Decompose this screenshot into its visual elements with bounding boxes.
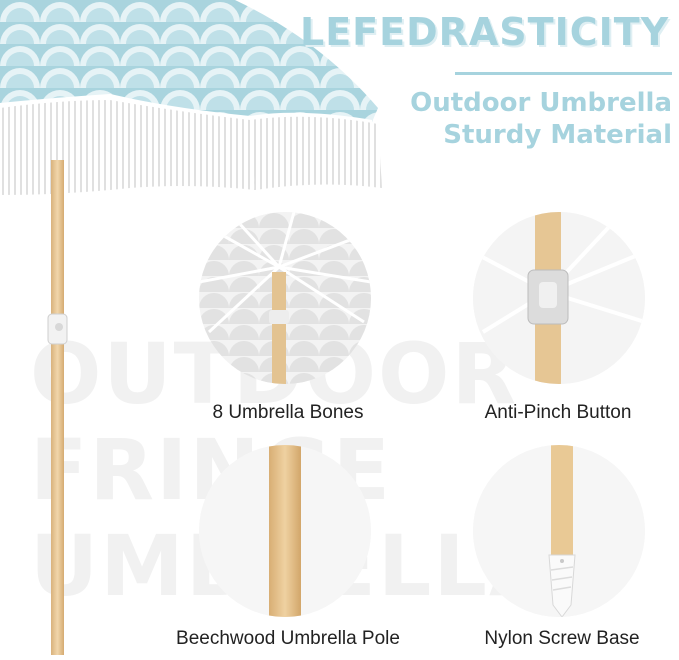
feature-label-pole: Beechwood Umbrella Pole: [176, 628, 400, 649]
brand-divider: [455, 72, 672, 75]
feature-image-pole: [199, 445, 371, 617]
feature-label-screw-base: Nylon Screw Base: [484, 628, 640, 649]
feature-image-bones: [199, 212, 371, 384]
feature-label-bones: 8 Umbrella Bones: [212, 402, 364, 423]
brand-name: LEFEDRASTICITY: [300, 10, 670, 54]
tagline-line-1: Outdoor Umbrella: [410, 88, 672, 118]
umbrella-illustration: [0, 0, 382, 655]
feature-label-anti-pinch: Anti-Pinch Button: [484, 402, 632, 423]
feature-image-screw-base: [473, 445, 645, 617]
tagline-line-2: Sturdy Material: [443, 120, 672, 150]
feature-image-anti-pinch: [473, 212, 645, 384]
